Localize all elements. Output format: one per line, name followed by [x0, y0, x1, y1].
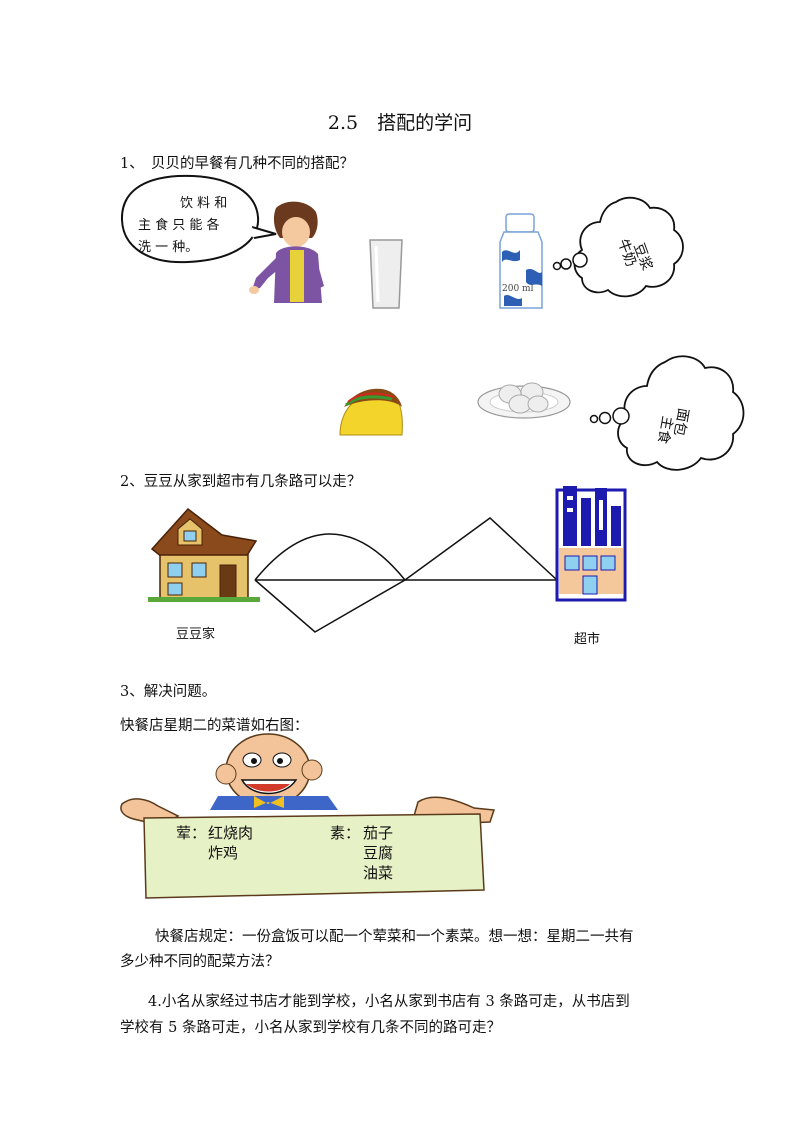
rule-line-1: 快餐店规定：一份盒饭可以配一个荤菜和一个素菜。想一想：星期二一共有 — [155, 929, 634, 945]
meat-item-1: 红烧肉 — [208, 824, 254, 842]
veg-item-2: 豆腐 — [363, 844, 394, 862]
chef-menu-illustration — [120, 733, 496, 899]
question-1: 1、 贝贝的早餐有几种不同的搭配？ — [120, 156, 354, 172]
milk-bottle-icon — [499, 213, 543, 309]
veg-item-3: 油菜 — [363, 864, 394, 882]
meat-item-2: 炸鸡 — [208, 844, 239, 862]
speech-line-2: 主 食 只 能 各 — [138, 218, 220, 233]
rule-line-2: 多少种不同的配菜方法？ — [120, 954, 280, 970]
speech-line-3: 洗 一 种。 — [138, 240, 199, 255]
question-4-line-2: 学校有 5 条路可走，小名从家到学校有几条不同的路可走？ — [120, 1020, 501, 1036]
veg-label: 素： — [330, 824, 361, 842]
page-title: 2.5 搭配的学问 — [327, 112, 473, 134]
question-3: 3、解决问题。 — [120, 684, 217, 700]
supermarket-illustration — [555, 486, 627, 602]
thought-cloud-drinks — [552, 196, 684, 298]
boy-illustration — [249, 201, 324, 303]
milk-volume-label: 200 ml — [502, 284, 534, 294]
menu-intro: 快餐店星期二的菜谱如右图： — [120, 718, 309, 734]
thought-cloud-food — [589, 355, 745, 471]
taco-icon — [339, 388, 403, 436]
question-2: 2、豆豆从家到超市有几条路可以走？ — [120, 474, 362, 490]
speech-bubble — [120, 174, 277, 264]
question-4-line-1: 4.小名从家经过书店才能到学校，小名从家到书店有 3 条路可走，从书店到 — [148, 994, 630, 1010]
speech-line-1: 饮 料 和 — [180, 196, 228, 211]
glass-icon — [369, 239, 403, 309]
supermarket-label: 超市 — [574, 632, 601, 647]
home-label: 豆豆家 — [176, 627, 216, 642]
meat-label: 荤： — [176, 824, 207, 842]
house-illustration — [148, 507, 260, 602]
veg-item-1: 茄子 — [363, 824, 394, 842]
steamed-buns-plate-icon — [477, 382, 571, 419]
routes-diagram — [254, 517, 558, 633]
